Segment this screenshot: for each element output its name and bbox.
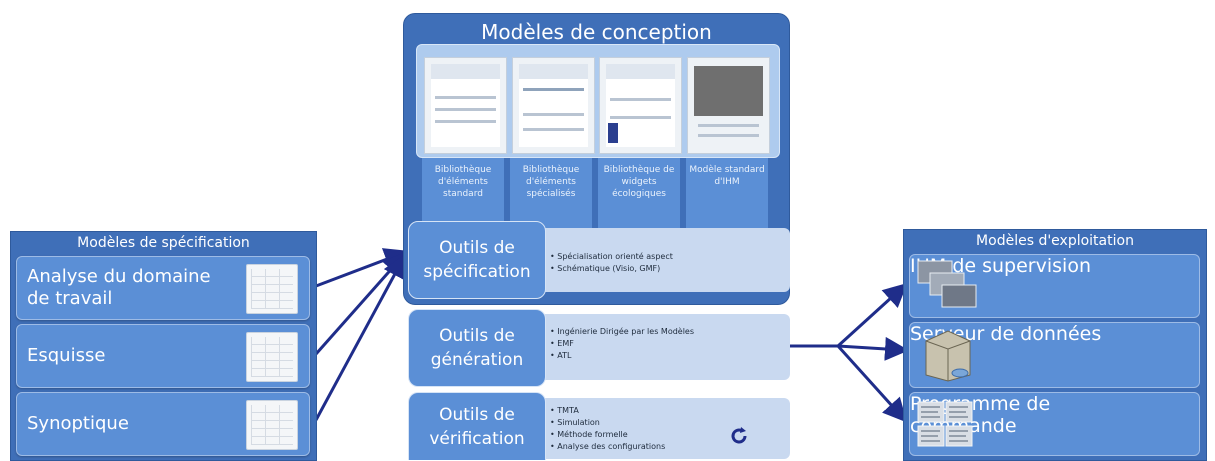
tool-verif-title: Outils de vérification [408, 392, 546, 460]
tool-spec-bullets: Spécialisation orienté aspect Schématiqu… [550, 251, 673, 275]
server-icon [925, 330, 971, 382]
exploit-item-program: Programme de commande [909, 392, 1200, 456]
library-label-standard: Bibliothèque d'éléments standard [422, 158, 504, 230]
exploit-models-title: Modèles d'exploitation [976, 233, 1134, 249]
arrow-gen-to-program [836, 344, 908, 423]
spec-item-synoptique: Synoptique [16, 392, 310, 456]
refresh-icon [731, 427, 747, 444]
analysis-thumbnail [246, 264, 298, 314]
design-models-title: Modèles de conception [481, 20, 712, 44]
library-label-ihm-model: Modèle standard d'IHM [686, 158, 768, 230]
exploit-item-ihm: IHM de supervision [909, 254, 1200, 318]
tool-gen-bullets: Ingénierie Dirigée par les Modèles EMF A… [550, 326, 694, 362]
library-thumb-ecological [599, 57, 682, 154]
library-label-specialized: Bibliothèque d'éléments spécialisés [510, 158, 592, 230]
spec-item-esquisse: Esquisse [16, 324, 310, 388]
arrow-gen-to-server [837, 336, 909, 361]
synoptique-thumbnail [246, 400, 298, 450]
screens-icon [917, 260, 977, 308]
tool-verif-bullets: TMTA Simulation Méthode formelle Analyse… [550, 405, 665, 453]
library-thumb-ihm-model [687, 57, 770, 154]
spec-models-title: Modèles de spécification [77, 235, 250, 251]
code-listing-icon [917, 401, 973, 447]
spec-item-analysis: Analyse du domaine de travail [16, 256, 310, 320]
library-thumb-standard [424, 57, 507, 154]
esquisse-thumbnail [246, 332, 298, 382]
tool-gen-title: Outils de génération [408, 309, 546, 387]
arrow-synoptique-to-spec [314, 253, 406, 421]
library-thumb-specialized [512, 57, 595, 154]
arrow-gen-to-ihm [836, 282, 908, 348]
exploit-item-server: Serveur de données [909, 322, 1200, 388]
tool-spec-title: Outils de spécification [408, 221, 546, 299]
library-label-ecological: Bibliothèque de widgets écologiques [598, 158, 680, 230]
